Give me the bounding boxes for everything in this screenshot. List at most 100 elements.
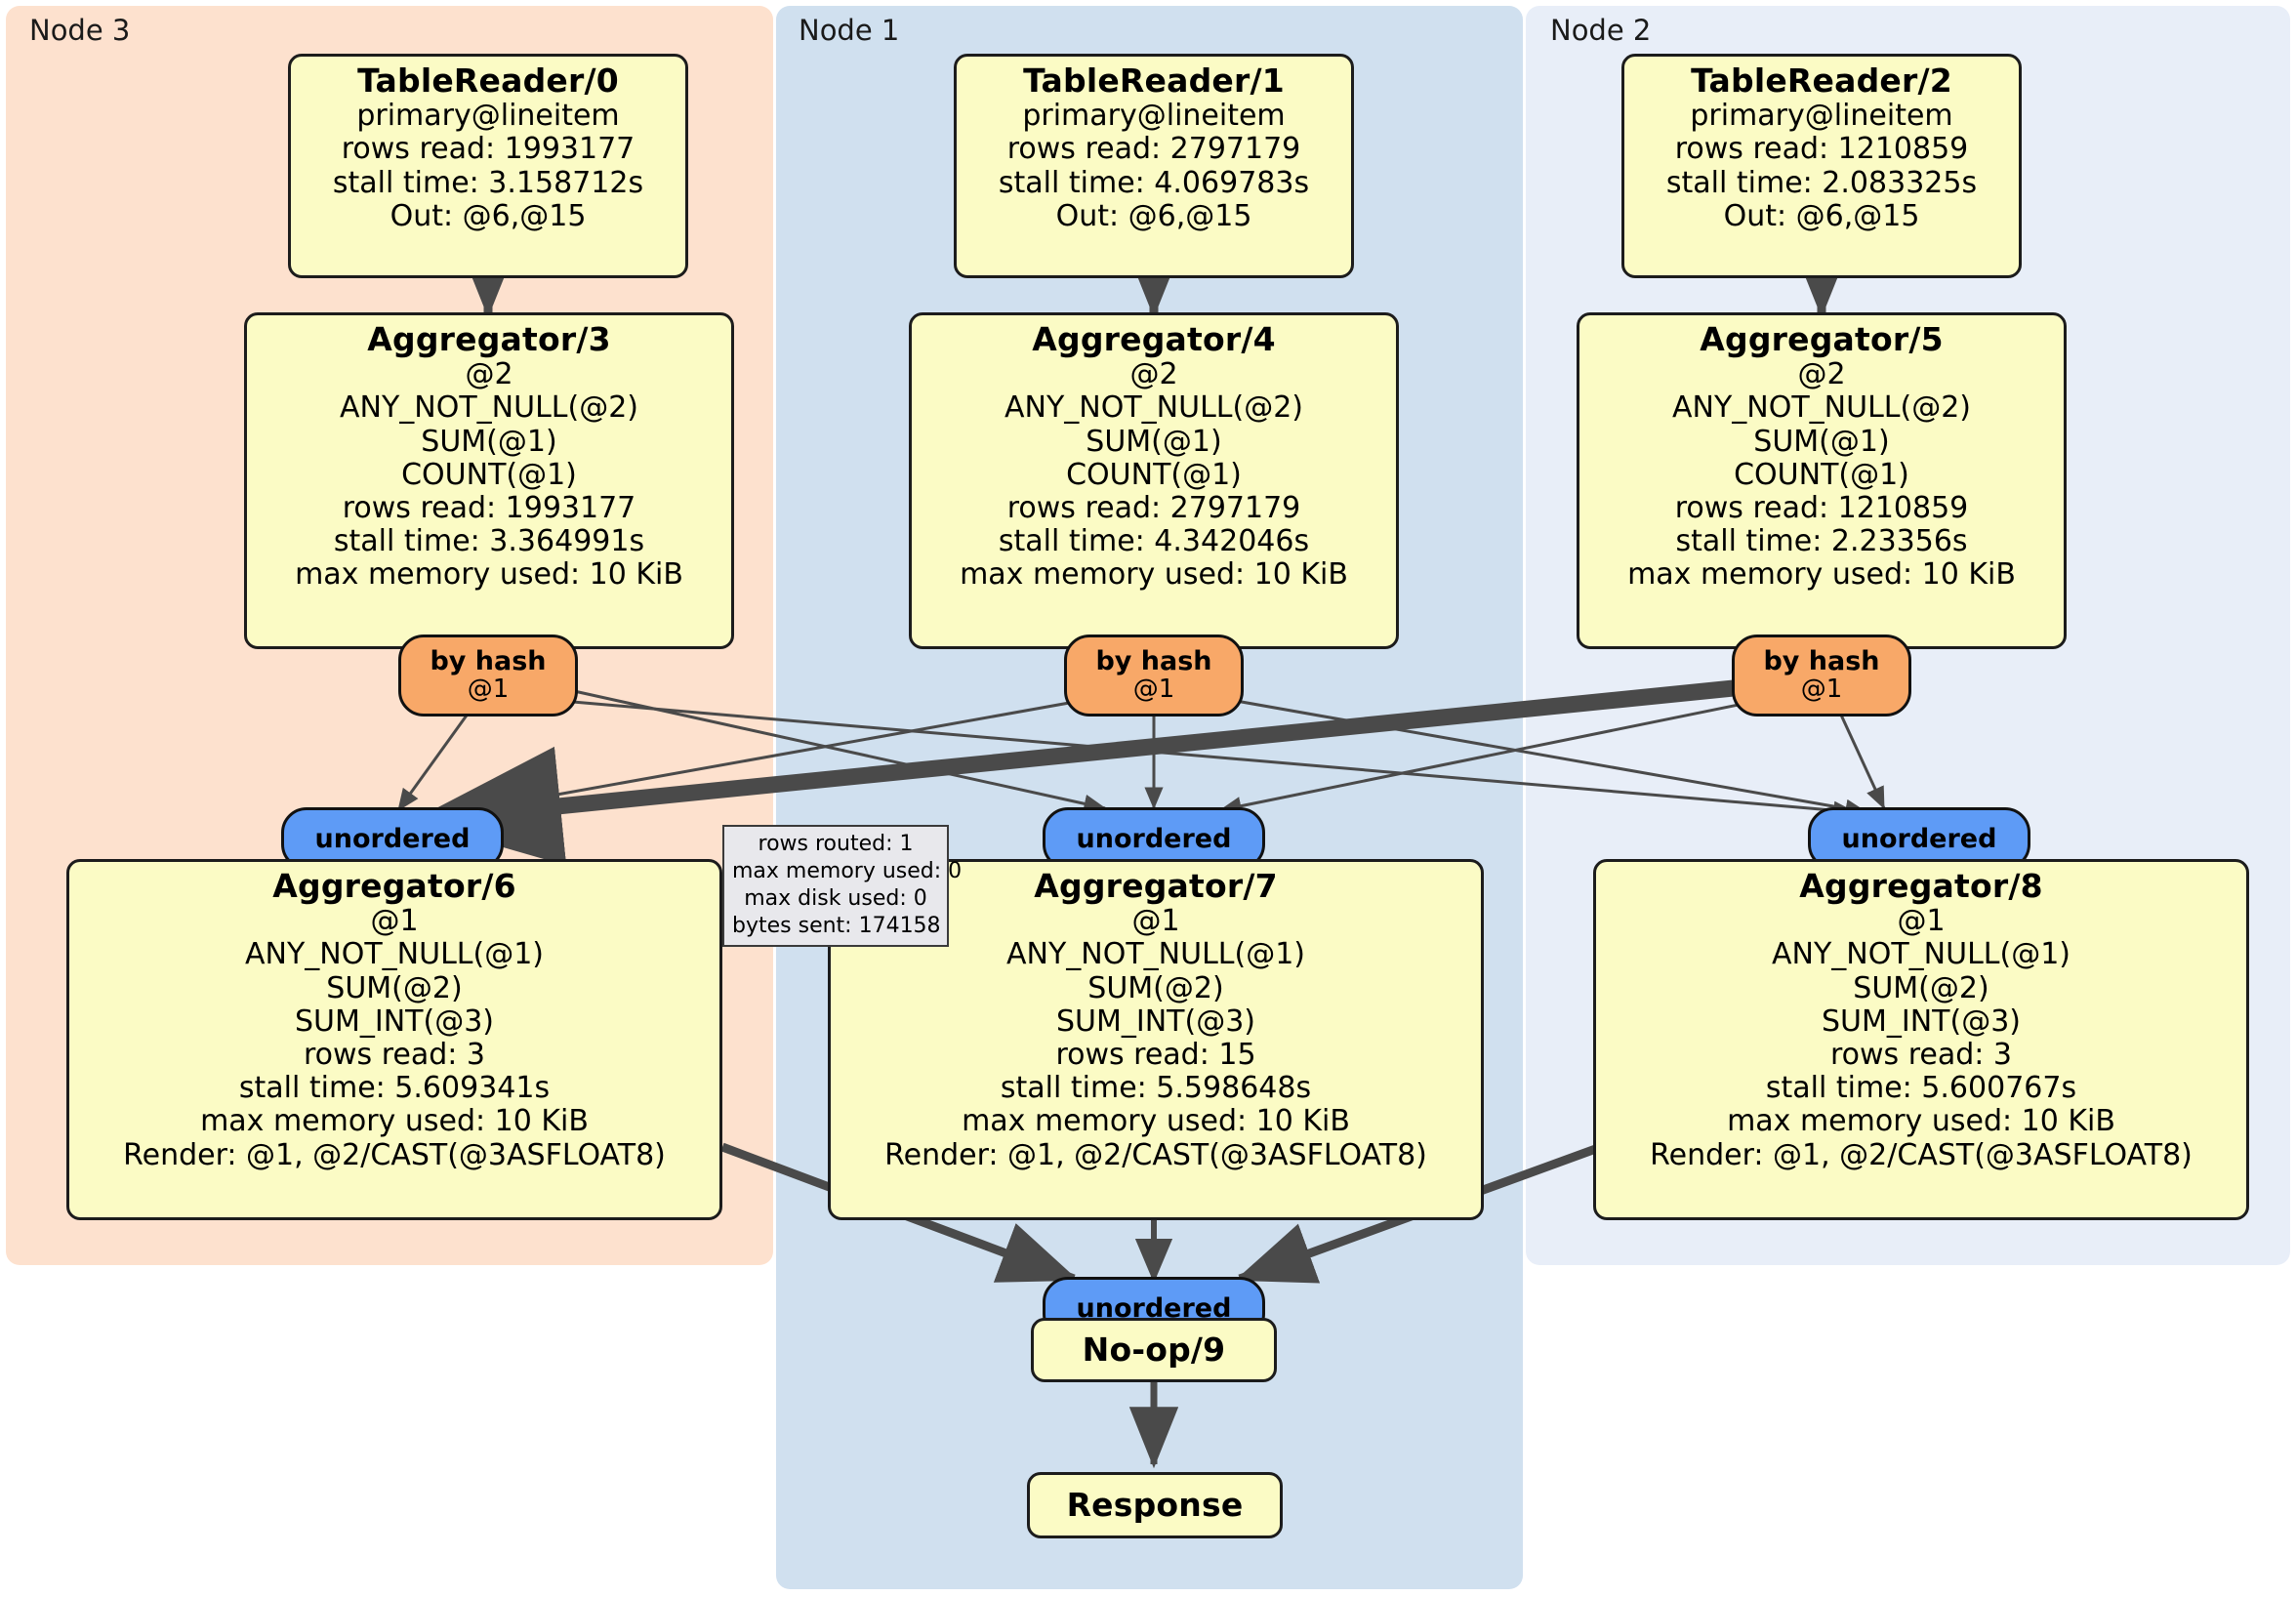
operator-line: stall time: 2.083325s: [1665, 165, 1978, 200]
operator-box-aggregator-5[interactable]: Aggregator/5 @2 ANY_NOT_NULL(@2) SUM(@1)…: [1577, 312, 2067, 649]
operator-box-aggregator-6[interactable]: Aggregator/6 @1 ANY_NOT_NULL(@1) SUM(@2)…: [66, 859, 722, 1220]
operator-line: stall time: 5.600767s: [1765, 1071, 2077, 1106]
operator-line: max memory used: 10 KiB: [200, 1104, 589, 1139]
operator-line: SUM(@1): [421, 424, 557, 459]
operator-line: rows read: 2797179: [1006, 491, 1301, 526]
operator-line: Render: @1, @2/CAST(@3ASFLOAT8): [884, 1137, 1427, 1172]
operator-line: stall time: 2.23356s: [1675, 524, 1968, 559]
operator-line: rows read: 2797179: [1006, 132, 1301, 167]
by-hash-label: by hash: [430, 645, 547, 676]
edge-stats-box: rows routed: 1 max memory used: 0 max di…: [722, 825, 963, 947]
unordered-synchronizer-aggregator-8[interactable]: unordered: [1808, 807, 2030, 870]
by-hash-router-aggregator-5[interactable]: by hash @1: [1732, 635, 1911, 717]
operator-line: Out: @6,@15: [1055, 198, 1252, 233]
operator-line: rows read: 1993177: [342, 491, 636, 526]
node-3-label: Node 3: [29, 14, 131, 47]
operator-line: max memory used: 10 KiB: [1727, 1104, 2115, 1139]
operator-title: TableReader/1: [1023, 61, 1285, 100]
operator-line: rows read: 1210859: [1674, 132, 1969, 167]
by-hash-column: @1: [1800, 674, 1843, 704]
stats-line: max disk used: 0: [744, 886, 927, 912]
operator-title: No-op/9: [1082, 1330, 1226, 1369]
operator-title: Aggregator/6: [272, 867, 516, 905]
operator-line: SUM(@2): [326, 970, 463, 1005]
stats-line: rows routed: 1: [758, 832, 914, 856]
by-hash-label: by hash: [1095, 645, 1212, 676]
operator-box-tablereader-2[interactable]: TableReader/2 primary@lineitem rows read…: [1621, 54, 2022, 278]
operator-title: Aggregator/8: [1799, 867, 2043, 905]
operator-line: rows read: 15: [1055, 1038, 1256, 1073]
operator-line: primary@lineitem: [1690, 99, 1953, 134]
operator-line: @2: [1129, 357, 1178, 392]
operator-line: Render: @1, @2/CAST(@3ASFLOAT8): [1650, 1137, 2193, 1172]
operator-line: SUM_INT(@3): [1822, 1003, 2021, 1039]
operator-title: Aggregator/4: [1032, 320, 1276, 358]
operator-line: SUM(@1): [1086, 424, 1222, 459]
operator-line: primary@lineitem: [1022, 99, 1286, 134]
operator-line: stall time: 4.069783s: [998, 165, 1310, 200]
operator-line: stall time: 4.342046s: [998, 524, 1310, 559]
operator-line: ANY_NOT_NULL(@2): [1004, 390, 1303, 426]
operator-box-noop-9[interactable]: No-op/9: [1031, 1318, 1277, 1382]
operator-line: stall time: 5.609341s: [238, 1071, 551, 1106]
operator-line: ANY_NOT_NULL(@1): [1006, 937, 1305, 972]
operator-line: primary@lineitem: [356, 99, 620, 134]
operator-line: @1: [370, 904, 419, 939]
operator-line: @1: [1131, 904, 1180, 939]
operator-line: ANY_NOT_NULL(@1): [245, 937, 544, 972]
operator-line: @2: [1797, 357, 1846, 392]
unordered-label: unordered: [1076, 823, 1232, 854]
operator-line: max memory used: 10 KiB: [295, 557, 683, 593]
operator-title: Aggregator/5: [1700, 320, 1944, 358]
operator-title: TableReader/2: [1691, 61, 1952, 100]
operator-line: rows read: 3: [1829, 1038, 2013, 1073]
operator-line: SUM(@1): [1753, 424, 1890, 459]
operator-line: stall time: 5.598648s: [1000, 1071, 1312, 1106]
operator-line: Out: @6,@15: [1723, 198, 1920, 233]
operator-line: max memory used: 10 KiB: [962, 1104, 1350, 1139]
operator-line: Out: @6,@15: [390, 198, 587, 233]
operator-line: @1: [1897, 904, 1946, 939]
operator-box-aggregator-3[interactable]: Aggregator/3 @2 ANY_NOT_NULL(@2) SUM(@1)…: [244, 312, 734, 649]
operator-title: Aggregator/7: [1034, 867, 1278, 905]
operator-title: Response: [1066, 1485, 1244, 1524]
unordered-label: unordered: [314, 823, 471, 854]
operator-line: rows read: 1993177: [341, 132, 636, 167]
operator-line: SUM(@2): [1853, 970, 1989, 1005]
by-hash-router-aggregator-3[interactable]: by hash @1: [398, 635, 578, 717]
operator-box-tablereader-0[interactable]: TableReader/0 primary@lineitem rows read…: [288, 54, 688, 278]
operator-line: SUM_INT(@3): [295, 1003, 494, 1039]
operator-box-response[interactable]: Response: [1027, 1472, 1283, 1538]
operator-line: COUNT(@1): [1734, 457, 1909, 492]
operator-line: ANY_NOT_NULL(@2): [340, 390, 638, 426]
operator-line: max memory used: 10 KiB: [1627, 557, 2016, 593]
operator-line: COUNT(@1): [1066, 457, 1242, 492]
operator-line: stall time: 3.364991s: [333, 524, 645, 559]
operator-box-aggregator-7[interactable]: Aggregator/7 @1 ANY_NOT_NULL(@1) SUM(@2)…: [828, 859, 1484, 1220]
operator-box-aggregator-4[interactable]: Aggregator/4 @2 ANY_NOT_NULL(@2) SUM(@1)…: [909, 312, 1399, 649]
operator-line: SUM(@2): [1087, 970, 1224, 1005]
operator-box-aggregator-8[interactable]: Aggregator/8 @1 ANY_NOT_NULL(@1) SUM(@2)…: [1593, 859, 2249, 1220]
stats-line: max memory used: 0: [732, 859, 963, 884]
node-2-label: Node 2: [1550, 14, 1652, 47]
operator-box-tablereader-1[interactable]: TableReader/1 primary@lineitem rows read…: [954, 54, 1354, 278]
stats-line: bytes sent: 174158: [732, 914, 941, 939]
operator-line: COUNT(@1): [401, 457, 577, 492]
operator-title: Aggregator/3: [367, 320, 611, 358]
by-hash-router-aggregator-4[interactable]: by hash @1: [1064, 635, 1244, 717]
by-hash-label: by hash: [1763, 645, 1880, 676]
operator-line: ANY_NOT_NULL(@2): [1672, 390, 1971, 426]
operator-line: ANY_NOT_NULL(@1): [1772, 937, 2070, 972]
operator-line: stall time: 3.158712s: [332, 165, 644, 200]
operator-line: max memory used: 10 KiB: [960, 557, 1348, 593]
operator-line: rows read: 3: [303, 1038, 486, 1073]
operator-line: Render: @1, @2/CAST(@3ASFLOAT8): [123, 1137, 666, 1172]
operator-line: @2: [465, 357, 513, 392]
operator-line: SUM_INT(@3): [1056, 1003, 1255, 1039]
operator-line: rows read: 1210859: [1674, 491, 1969, 526]
unordered-label: unordered: [1841, 823, 1997, 854]
node-1-label: Node 1: [799, 14, 900, 47]
by-hash-column: @1: [467, 674, 510, 704]
operator-title: TableReader/0: [357, 61, 619, 100]
